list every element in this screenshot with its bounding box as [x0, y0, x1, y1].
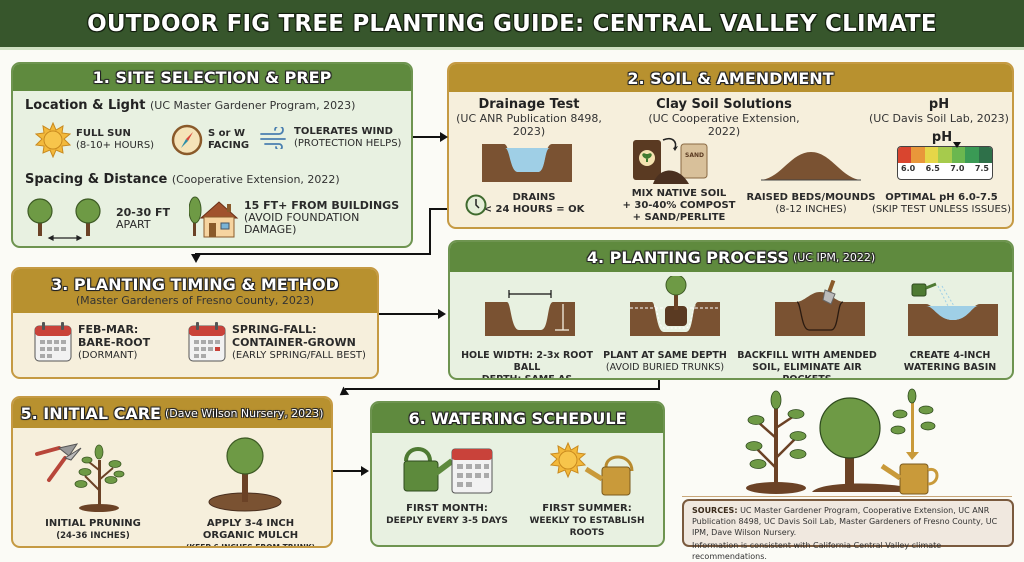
house-icon — [189, 196, 239, 240]
drainage-label: DRAINS< 24 HOURS = OK — [483, 192, 585, 215]
flow-arrow-5-to-6 — [333, 470, 363, 472]
panel-title: 3. PLANTING TIMING & METHOD — [51, 275, 339, 294]
panel-header: 1. SITE SELECTION & PREP — [13, 64, 411, 91]
mound-label: RAISED BEDS/MOUNDS(8-12 INCHES) — [746, 192, 876, 215]
panel-header: 6. WATERING SCHEDULE — [372, 403, 663, 433]
ph-pointer-icon — [953, 142, 961, 148]
compass-icon — [171, 124, 203, 156]
sources-text: UC Master Gardener Program, Cooperative … — [692, 506, 998, 537]
container-grown-item: SPRING-FALL:CONTAINER-GROWN(EARLY SPRING… — [187, 321, 366, 363]
arrowhead-icon — [438, 309, 446, 319]
panel-watering-schedule: 6. WATERING SCHEDULE FIRST MONTH:DEEPLY … — [370, 401, 665, 547]
growth-illustration — [740, 388, 960, 496]
watering-basin-icon — [908, 280, 998, 336]
panel-title: 6. WATERING SCHEDULE — [408, 408, 627, 428]
flow-arrow-segment — [195, 253, 431, 255]
sources-box: SOURCES: UC Master Gardener Program, Coo… — [682, 499, 1014, 561]
flow-arrow-4-to-5 — [658, 380, 660, 389]
panel-title: 2. SOIL & AMENDMENT — [627, 68, 834, 88]
panel-initial-care: 5. INITIAL CARE (Dave Wilson Nursery, 20… — [11, 396, 333, 548]
flow-arrow-segment — [345, 388, 660, 390]
first-month-label: FIRST MONTH:DEEPLY EVERY 3-5 DAYS — [386, 503, 508, 526]
ph-tick: 6.5 — [925, 164, 940, 173]
mulched-tree-icon — [205, 436, 285, 514]
pruning-shears-icon — [35, 436, 145, 516]
sources-note: Information is consistent with Californi… — [692, 541, 942, 561]
panel-cite: (UC IPM, 2022) — [792, 250, 876, 264]
mound-icon — [761, 148, 861, 182]
arrowhead-icon — [191, 254, 201, 263]
ph-label: OPTIMAL pH 6.0-7.5(SKIP TEST UNLESS ISSU… — [871, 192, 1012, 215]
plant-depth-icon — [630, 276, 720, 336]
trees-icon — [25, 196, 111, 242]
flow-arrow-3-to-4 — [379, 313, 441, 315]
watering-can-calendar-icon — [400, 443, 496, 495]
panel-title: 4. PLANTING PROCESS — [586, 247, 789, 267]
wind-icon — [259, 127, 289, 149]
calendar-icon — [187, 321, 227, 363]
panel-header: 2. SOIL & AMENDMENT — [449, 64, 1012, 92]
sapling-watering-can-icon — [880, 388, 939, 495]
ph-scale-icon: 6.0 6.5 7.0 7.5 — [897, 146, 993, 180]
sun-watering-can-icon — [550, 441, 640, 497]
panel-header: 5. INITIAL CARE (Dave Wilson Nursery, 20… — [13, 398, 331, 428]
backfill-icon — [775, 280, 865, 336]
ph-scale-label: pH — [931, 130, 953, 145]
ph-tick: 7.5 — [974, 164, 989, 173]
panel-planting-process: 4. PLANTING PROCESS (UC IPM, 2022) HOLE … — [448, 240, 1014, 380]
panel-cite: (Master Gardeners of Fresno County, 2023… — [75, 294, 315, 307]
panel-title: 1. SITE SELECTION & PREP — [92, 68, 332, 87]
soil-mix-label: MIX NATIVE SOIL+ 30-40% COMPOST+ SAND/PE… — [622, 188, 736, 223]
ph-tick: 7.0 — [950, 164, 965, 173]
bare-root-item: FEB-MAR:BARE-ROOT(DORMANT) — [33, 321, 150, 363]
title-banner: OUTDOOR FIG TREE PLANTING GUIDE: CENTRAL… — [0, 0, 1024, 50]
soil-mix-icon — [631, 136, 711, 186]
divider — [682, 496, 1012, 497]
flow-arrow-1-to-2 — [413, 136, 443, 138]
sand-bag-label: SAND — [685, 152, 704, 159]
arrowhead-icon — [361, 466, 369, 476]
panel-planting-timing: 3. PLANTING TIMING & METHOD (Master Gard… — [11, 267, 379, 379]
full-sun-item: FULL SUN(8-10+ HOURS) — [35, 122, 154, 158]
calendar-icon — [33, 321, 73, 363]
panel-site-selection: 1. SITE SELECTION & PREP Location & Ligh… — [11, 62, 413, 248]
spacing-heading: Spacing & Distance (Cooperative Extensio… — [25, 172, 340, 187]
panel-header: 3. PLANTING TIMING & METHOD (Master Gard… — [13, 269, 377, 313]
clock-icon — [465, 194, 487, 216]
sun-icon — [35, 122, 71, 158]
ph-heading: pH (UC Davis Soil Lab, 2023) — [869, 97, 1009, 125]
building-distance-item: 15 FT+ FROM BUILDINGS(AVOID FOUNDATION D… — [189, 196, 411, 240]
step-depth-label: PLANT AT SAME DEPTH(AVOID BURIED TRUNKS) — [603, 350, 727, 373]
page-title: OUTDOOR FIG TREE PLANTING GUIDE: CENTRAL… — [87, 10, 937, 37]
drainage-hole-icon — [482, 142, 572, 182]
ph-tick: 6.0 — [901, 164, 916, 173]
sources-label: SOURCES: — [692, 506, 738, 515]
panel-cite: (Dave Wilson Nursery, 2023) — [164, 406, 324, 420]
pruning-label: INITIAL PRUNING(24-36 INCHES) — [45, 518, 141, 541]
mature-tree-icon — [812, 397, 910, 492]
flow-arrow-2-to-3 — [430, 208, 447, 210]
panel-soil-amendment: 2. SOIL & AMENDMENT Drainage Test (UC AN… — [447, 62, 1014, 229]
flow-arrow-segment — [429, 208, 431, 254]
hole-dimensions-icon — [485, 290, 575, 336]
panel-title: 5. INITIAL CARE — [20, 403, 161, 423]
clay-soil-heading: Clay Soil Solutions (UC Cooperative Exte… — [648, 97, 800, 138]
panel-header: 4. PLANTING PROCESS (UC IPM, 2022) — [450, 242, 1012, 272]
wind-item: TOLERATES WIND(PROTECTION HELPS) — [259, 126, 401, 150]
arrowhead-icon — [440, 132, 448, 142]
location-heading: Location & Light (UC Master Gardener Pro… — [25, 98, 356, 113]
drainage-heading: Drainage Test (UC ANR Publication 8498, … — [456, 97, 602, 138]
young-tree-icon — [745, 390, 807, 494]
